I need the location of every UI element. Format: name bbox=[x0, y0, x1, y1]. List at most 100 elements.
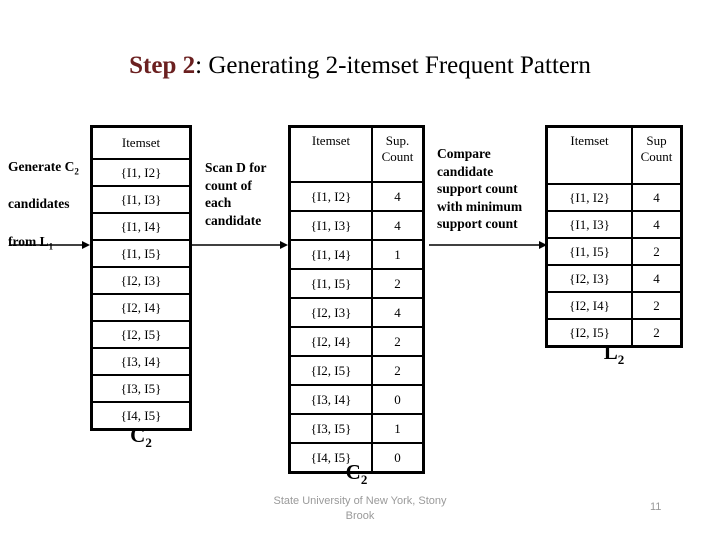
scan-note: Scan D for count of each candidate bbox=[205, 160, 267, 228]
table-row: {I2, I5}2 bbox=[288, 355, 425, 386]
table-row: {I4, I5} bbox=[90, 401, 192, 431]
table-body: {I1, I2}4{I1, I3}4{I1, I4}1{I1, I5}2{I2,… bbox=[288, 181, 425, 474]
table-row: {I3, I5} bbox=[90, 374, 192, 403]
cell-count: 1 bbox=[371, 239, 425, 270]
table-row: {I1, I3}4 bbox=[545, 210, 683, 239]
cell-itemset: {I4, I5} bbox=[288, 442, 373, 474]
cell-itemset: {I2, I3} bbox=[545, 264, 633, 293]
table-row: {I1, I5} bbox=[90, 239, 192, 268]
table-row: {I1, I4}1 bbox=[288, 239, 425, 270]
table-row: {I3, I4} bbox=[90, 347, 192, 376]
cell-itemset: {I1, I2} bbox=[90, 158, 192, 187]
note-line: candidates bbox=[8, 195, 104, 215]
cell-itemset: {I2, I4} bbox=[90, 293, 192, 322]
footer-affiliation: State University of New York, Stony Broo… bbox=[273, 495, 447, 522]
cell-count: 1 bbox=[371, 413, 425, 444]
cell-count: 4 bbox=[631, 264, 683, 293]
label-text: C bbox=[345, 460, 361, 484]
note-text: candidates bbox=[8, 196, 70, 212]
table-header-row: Itemset Sup Count bbox=[545, 125, 683, 185]
cell-count: 4 bbox=[371, 181, 425, 212]
cell-itemset: {I2, I4} bbox=[545, 291, 633, 320]
arrow-scan-to-counts-icon bbox=[192, 241, 288, 249]
column-header-itemset: Itemset bbox=[288, 125, 373, 183]
table-row: {I4, I5}0 bbox=[288, 442, 425, 474]
cell-count: 2 bbox=[371, 326, 425, 357]
cell-count: 4 bbox=[631, 210, 683, 239]
c2-candidates-table: Itemset {I1, I2}{I1, I3}{I1, I4}{I1, I5}… bbox=[90, 125, 192, 431]
arrow-generate-to-c2-icon bbox=[10, 241, 90, 249]
cell-itemset: {I2, I3} bbox=[288, 297, 373, 328]
l2-label: L2 bbox=[545, 340, 683, 368]
note-subscript: 1 bbox=[48, 242, 54, 253]
l2-table: Itemset Sup Count {I1, I2}4{I1, I3}4{I1,… bbox=[545, 125, 683, 348]
cell-itemset: {I2, I5} bbox=[288, 355, 373, 386]
cell-itemset: {I1, I2} bbox=[288, 181, 373, 212]
column-header-itemset: Itemset bbox=[90, 125, 192, 160]
table-row: {I3, I5}1 bbox=[288, 413, 425, 444]
compare-note: Compare candidate support count with min… bbox=[437, 146, 523, 232]
cell-itemset: {I2, I5} bbox=[90, 320, 192, 349]
cell-count: 2 bbox=[631, 291, 683, 320]
c2-counts-table: Itemset Sup. Count {I1, I2}4{I1, I3}4{I1… bbox=[288, 125, 425, 474]
cell-count: 0 bbox=[371, 442, 425, 474]
note-subscript: 2 bbox=[74, 166, 79, 177]
table-row: {I1, I5}2 bbox=[545, 237, 683, 266]
column-header-sup-count: Sup. Count bbox=[371, 125, 425, 183]
label-subscript: 2 bbox=[617, 352, 625, 368]
cell-itemset: {I1, I3} bbox=[288, 210, 373, 241]
cell-count: 2 bbox=[631, 237, 683, 266]
cell-itemset: {I1, I4} bbox=[90, 212, 192, 241]
cell-itemset: {I1, I2} bbox=[545, 183, 633, 212]
cell-count: 2 bbox=[371, 355, 425, 386]
column-header-sup-count: Sup Count bbox=[631, 125, 683, 185]
title-step: Step 2 bbox=[129, 52, 196, 79]
table-row: {I2, I3}4 bbox=[545, 264, 683, 293]
arrow-compare-to-l2-icon bbox=[429, 241, 547, 249]
label-subscript: 2 bbox=[145, 435, 152, 451]
table-row: {I1, I4} bbox=[90, 212, 192, 241]
cell-itemset: {I1, I5} bbox=[90, 239, 192, 268]
cell-itemset: {I2, I4} bbox=[288, 326, 373, 357]
cell-itemset: {I1, I3} bbox=[545, 210, 633, 239]
table-row: {I2, I4}2 bbox=[288, 326, 425, 357]
cell-count: 4 bbox=[371, 297, 425, 328]
c2-counts-label: C2 bbox=[288, 460, 425, 488]
cell-itemset: {I3, I5} bbox=[90, 374, 192, 403]
cell-count: 4 bbox=[631, 183, 683, 212]
table-row: {I1, I2}4 bbox=[545, 183, 683, 212]
cell-itemset: {I2, I5} bbox=[545, 318, 633, 348]
cell-itemset: {I1, I5} bbox=[545, 237, 633, 266]
label-text: C bbox=[130, 423, 146, 447]
cell-itemset: {I1, I5} bbox=[288, 268, 373, 299]
table-row: {I2, I3}4 bbox=[288, 297, 425, 328]
table-row: {I1, I2} bbox=[90, 158, 192, 187]
table-row: {I1, I5}2 bbox=[288, 268, 425, 299]
cell-itemset: {I4, I5} bbox=[90, 401, 192, 431]
label-text: L bbox=[603, 340, 618, 364]
page-title: Step 2: Generating 2-itemset Frequent Pa… bbox=[0, 52, 720, 80]
cell-count: 0 bbox=[371, 384, 425, 415]
note-text: Generate C bbox=[8, 158, 75, 174]
cell-count: 4 bbox=[371, 210, 425, 241]
table-row: {I2, I5} bbox=[90, 320, 192, 349]
cell-itemset: {I2, I3} bbox=[90, 266, 192, 295]
table-body: {I1, I2}4{I1, I3}4{I1, I5}2{I2, I3}4{I2,… bbox=[545, 183, 683, 348]
table-row: {I3, I4}0 bbox=[288, 384, 425, 415]
label-subscript: 2 bbox=[360, 472, 368, 488]
table-body: {I1, I2}{I1, I3}{I1, I4}{I1, I5}{I2, I3}… bbox=[90, 158, 192, 431]
cell-itemset: {I1, I4} bbox=[288, 239, 373, 270]
column-header-itemset: Itemset bbox=[545, 125, 633, 185]
cell-count: 2 bbox=[631, 318, 683, 348]
cell-itemset: {I1, I3} bbox=[90, 185, 192, 214]
cell-itemset: {I3, I5} bbox=[288, 413, 373, 444]
note-line: Generate C2 bbox=[8, 158, 104, 178]
table-row: {I2, I4} bbox=[90, 293, 192, 322]
title-rest: : Generating 2-itemset Frequent Pattern bbox=[195, 52, 591, 79]
table-row: {I2, I5}2 bbox=[545, 318, 683, 348]
cell-itemset: {I3, I4} bbox=[90, 347, 192, 376]
page-number: 11 bbox=[650, 501, 662, 513]
table-row: {I1, I3} bbox=[90, 185, 192, 214]
table-header-row: Itemset Sup. Count bbox=[288, 125, 425, 183]
